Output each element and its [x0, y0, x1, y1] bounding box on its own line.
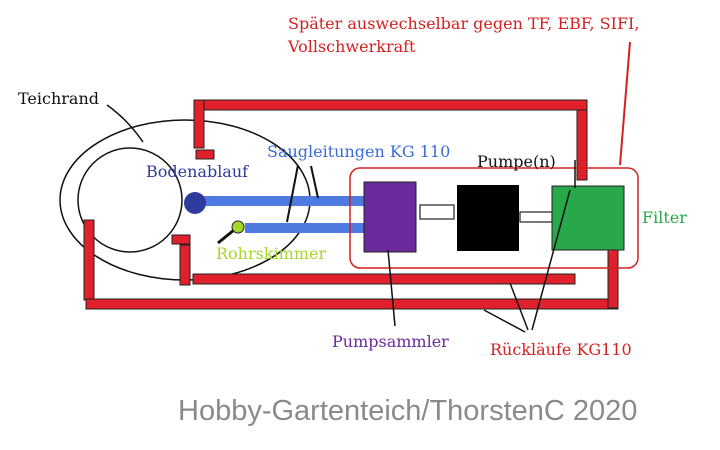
label-replaceable-line2: Vollschwerkraft: [287, 37, 416, 56]
suction-pipe-lower: [245, 223, 365, 233]
return-pipe-top: [199, 99, 588, 111]
credit-text: Hobby-Gartenteich/ThorstenC 2020: [178, 395, 637, 427]
return-pipe-left-vertical: [83, 219, 95, 301]
pointer-pond-edge: [106, 104, 144, 143]
bottom-drain-icon: [184, 192, 206, 214]
label-skimmer: Rohrskimmer: [216, 244, 326, 263]
return-pipe-middle-drop: [179, 244, 191, 286]
label-return-lines: Rückläufe KG110: [490, 340, 632, 359]
pump-box: [457, 185, 519, 251]
equipment-boundary: [349, 167, 639, 269]
label-pond-edge: Teichrand: [18, 89, 99, 108]
return-pipe-right-drop: [576, 109, 588, 181]
return-pipe-top-left-drop: [193, 99, 205, 149]
connector-2: [519, 211, 553, 223]
label-replaceable-line1: Später auswechselbar gegen TF, EBF, SIFI…: [288, 14, 639, 33]
label-bottom-drain: Bodenablauf: [146, 162, 249, 181]
suction-pipe-upper: [200, 196, 365, 206]
connector-1: [419, 204, 455, 220]
pointer-collector: [387, 249, 396, 327]
skimmer-stem: [217, 228, 235, 245]
pointer-return-2: [509, 282, 529, 331]
filter-box: [551, 185, 625, 251]
return-pipe-right-vertical: [607, 249, 619, 309]
skimmer-icon: [231, 220, 245, 234]
pointer-suction-1: [286, 164, 299, 223]
label-pump-collector: Pumpsammler: [332, 332, 449, 351]
return-pipe-middle: [192, 273, 576, 285]
return-nozzle-top: [195, 149, 215, 160]
pump-collector-box: [363, 181, 417, 253]
label-pumps: Pumpe(n): [477, 152, 556, 171]
pond-inner-ellipse: [77, 147, 183, 253]
pointer-return-3: [531, 189, 571, 331]
label-suction-lines: Saugleitungen KG 110: [267, 142, 450, 161]
label-filter: Filter: [642, 208, 687, 227]
pointer-suction-2: [310, 165, 319, 199]
pointer-replaceable: [619, 41, 631, 166]
return-nozzle-bottom: [171, 234, 191, 245]
pointer-return-1: [483, 309, 526, 333]
